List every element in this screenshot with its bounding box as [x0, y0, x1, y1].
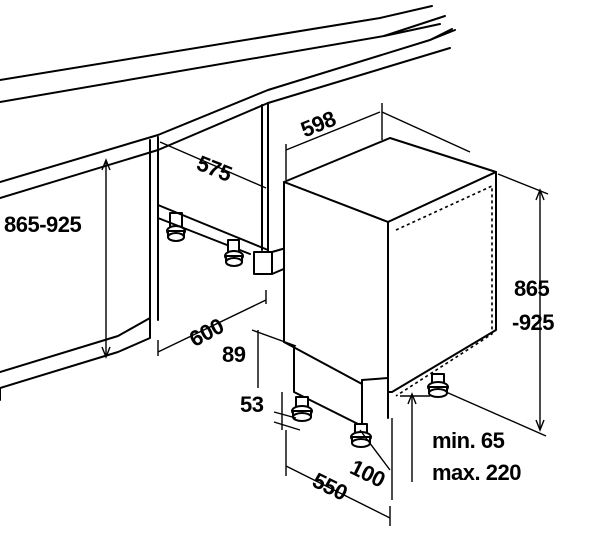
- cabinet-leg-right: [224, 239, 244, 267]
- left-cabinet: [0, 136, 159, 401]
- cabinet-under-worktop: [157, 102, 287, 275]
- foot-front-left: [350, 423, 372, 448]
- label-door-clearance-min: min. 65: [432, 428, 505, 453]
- foot-rear-left: [291, 396, 313, 422]
- label-cabinet-depth: 575: [193, 150, 235, 186]
- label-appliance-height-2: -925: [512, 310, 554, 335]
- foot-front-right: [427, 373, 449, 398]
- dishwasher-feet: [291, 373, 449, 448]
- label-door-clearance-max: max. 220: [432, 460, 521, 485]
- label-appliance-height-1: 865: [514, 276, 549, 301]
- dimension-lines: [101, 103, 549, 526]
- label-plinth-recess: 53: [240, 392, 264, 417]
- dishwasher: [283, 137, 497, 427]
- label-appliance-width: 598: [297, 106, 339, 142]
- label-appliance-depth: 550: [309, 468, 352, 506]
- label-plinth-height: 89: [222, 342, 246, 367]
- worktop: [0, 5, 456, 199]
- label-cabinet-height: 865-925: [4, 212, 82, 237]
